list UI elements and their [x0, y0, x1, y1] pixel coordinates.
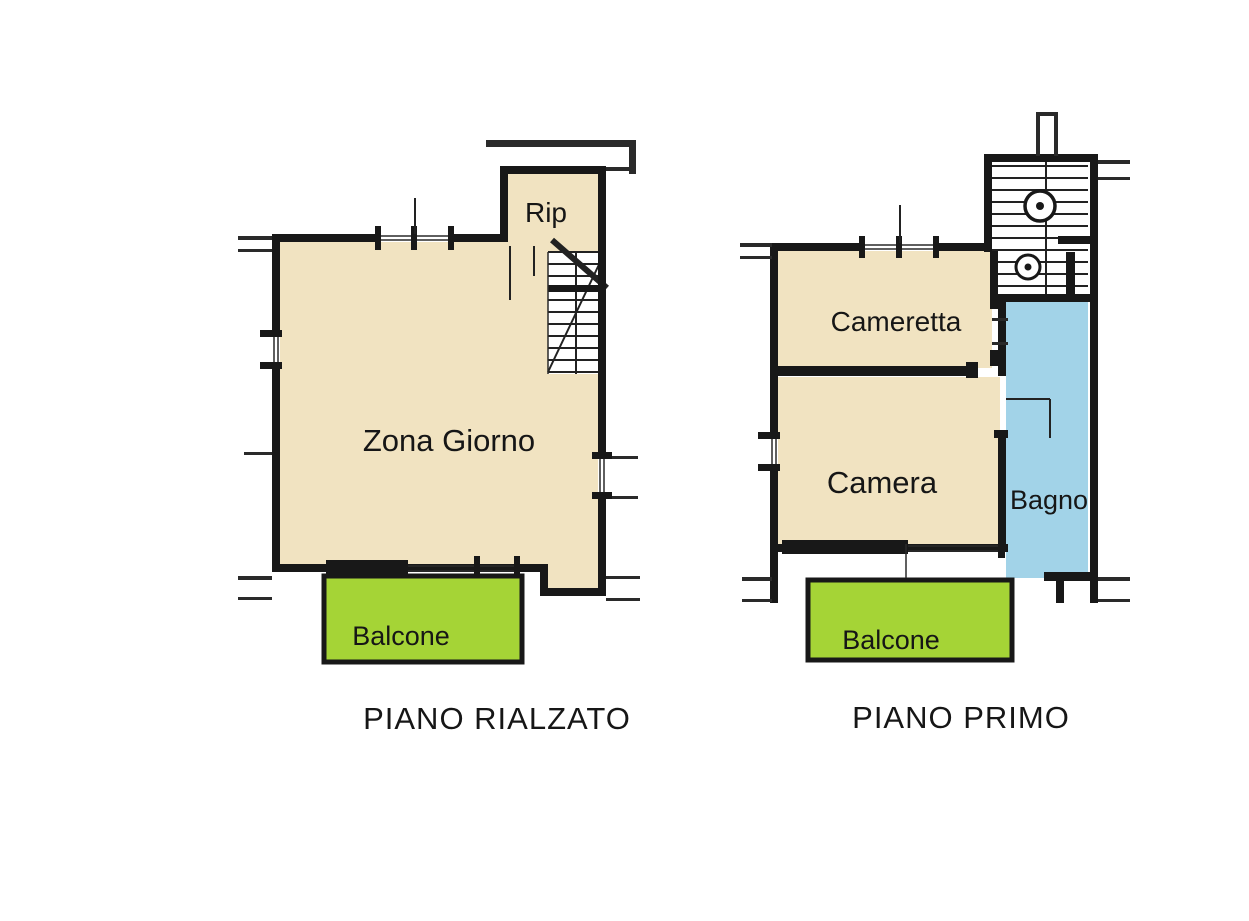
bagno-door-symbol	[994, 398, 1051, 438]
label-balcone-rialzato: Balcone	[352, 621, 450, 651]
cameretta-door-symbol	[992, 318, 1008, 345]
context-wall-stubs-left-plan	[238, 140, 640, 601]
plan-title-rialzato: PIANO RIALZATO	[363, 701, 631, 736]
room-cameretta	[778, 251, 992, 368]
plan-title-primo: PIANO PRIMO	[852, 700, 1070, 735]
balcony-door-symbol-primo	[782, 538, 1005, 578]
stairs-icon-primo	[992, 162, 1090, 298]
label-cameretta: Cameretta	[831, 306, 962, 337]
plan-piano-rialzato: Rip Zona Giorno Balcone PIANO RIALZATO	[238, 140, 640, 736]
room-balcone-rialzato	[321, 573, 525, 665]
window-symbol-left-wall-primo	[758, 432, 780, 471]
room-camera	[778, 377, 1000, 548]
label-camera: Camera	[827, 465, 938, 500]
window-symbol-left-wall	[260, 330, 282, 369]
label-balcone-primo: Balcone	[842, 625, 940, 655]
balcony-door-symbol-rialzato	[326, 556, 520, 578]
stairs-icon	[547, 237, 609, 374]
label-zona-giorno: Zona Giorno	[363, 423, 535, 458]
window-symbol-right-wall	[592, 452, 612, 499]
window-symbol-top-wall	[375, 198, 454, 250]
rip-door-symbol	[509, 246, 535, 300]
plan-piano-primo: Cameretta Camera Bagno Balcone PIANO PRI…	[740, 112, 1130, 735]
label-bagno: Bagno	[1010, 485, 1088, 515]
context-wall-stubs-right-plan	[740, 112, 1130, 602]
label-rip: Rip	[525, 197, 567, 228]
room-bagno	[1006, 302, 1088, 578]
room-zona-giorno	[276, 238, 604, 588]
room-balcone-primo	[805, 577, 1015, 663]
window-symbol-top-wall-primo	[859, 205, 939, 258]
